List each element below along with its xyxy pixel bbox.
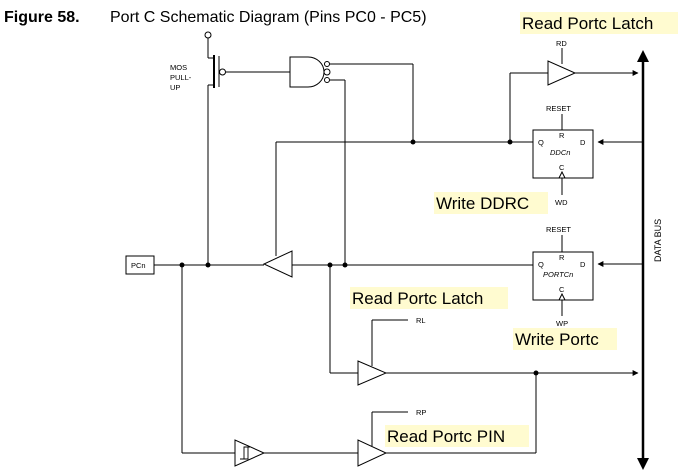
annotation-read-latch-top: Read Portc Latch — [522, 14, 653, 33]
read-latch-buffer-top — [547, 60, 577, 86]
annotation-read-latch-mid: Read Portc Latch — [352, 289, 483, 308]
annotation-write-ddrc: Write DDRC — [436, 194, 529, 213]
pin-pad — [125, 255, 155, 275]
wd-label: WD — [555, 198, 568, 207]
svg-text:D: D — [580, 260, 586, 269]
data-bus-label: DATA BUS — [653, 219, 663, 262]
data-bus-top-arrow — [637, 50, 649, 62]
svg-text:C: C — [559, 285, 565, 294]
mos-gate-bubble — [219, 68, 226, 76]
rp-label: RP — [416, 408, 426, 417]
nand-gate — [289, 56, 325, 88]
port-name: PORTCn — [543, 270, 573, 279]
svg-text:R: R — [559, 131, 565, 140]
ddr-flipflop — [532, 129, 594, 179]
port-flipflop — [532, 251, 594, 301]
data-bus-bottom-arrow — [637, 458, 649, 470]
hysteresis-icon — [240, 446, 250, 460]
svg-text:Q: Q — [538, 138, 544, 147]
rd-label: RD — [556, 39, 567, 48]
schmitt-trigger — [234, 439, 266, 467]
ddr-reset-label: RESET — [546, 104, 571, 113]
output-driver — [262, 250, 293, 278]
svg-text:R: R — [559, 253, 565, 262]
mos-label-2: PULL- — [170, 73, 192, 82]
port-reset-label: RESET — [546, 225, 571, 234]
ddr-name: DDCn — [550, 148, 570, 157]
wp-label: WP — [556, 319, 568, 328]
mos-label-3: UP — [170, 83, 180, 92]
svg-text:C: C — [559, 163, 565, 172]
figure-label: Figure 58. — [4, 9, 80, 26]
rl-label: RL — [416, 316, 426, 325]
nand-output-bubble — [323, 68, 331, 76]
annotation-read-pin: Read Portc PIN — [387, 427, 505, 446]
vcc-terminal — [204, 31, 212, 39]
nand-input-bubble-2 — [324, 77, 330, 83]
read-pin-buffer — [357, 439, 388, 467]
pin-label: PCn — [131, 261, 146, 270]
mos-label-1: MOS — [170, 63, 187, 72]
svg-text:D: D — [580, 138, 586, 147]
annotation-write-portc: Write Portc — [515, 330, 599, 349]
nand-input-bubble-1 — [324, 61, 330, 67]
figure-caption: Port C Schematic Diagram (Pins PC0 - PC5… — [110, 9, 427, 26]
read-latch-buffer-mid — [357, 360, 388, 386]
svg-text:Q: Q — [538, 260, 544, 269]
